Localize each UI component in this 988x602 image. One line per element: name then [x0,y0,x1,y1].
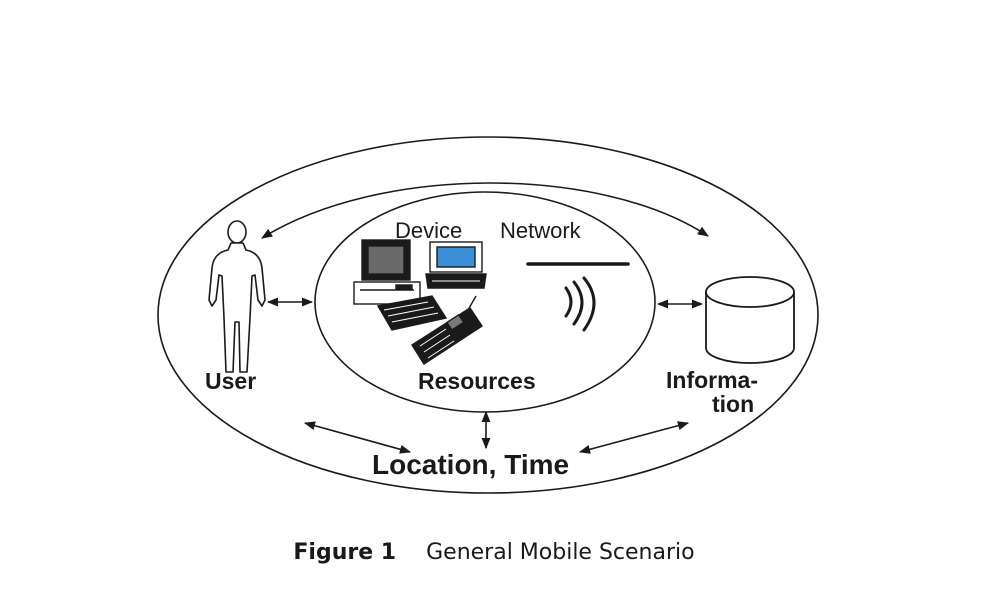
figure-title: General Mobile Scenario [426,540,695,565]
user-label: User [205,368,256,394]
desktop-computer-icon [353,239,448,331]
figure-number: Figure 1 [293,540,397,565]
information-label-line1: Informa- [666,367,758,393]
information-location-arrow [578,421,690,454]
information-label-line2: tion [712,391,754,417]
user-location-arrow [303,421,412,454]
laptop-icon [425,241,487,289]
mobile-phone-icon [411,295,483,365]
person-icon [208,220,266,373]
network-label: Network [500,218,582,243]
database-cylinder-icon [705,276,795,364]
outer-ellipse [157,136,819,494]
wireless-signal-icon [526,262,630,332]
location-time-label: Location, Time [372,449,569,480]
figure-caption: Figure 1 General Mobile Scenario [0,540,988,565]
device-label: Device [395,218,462,243]
user-information-arrow [261,182,709,239]
resources-label: Resources [418,368,536,394]
